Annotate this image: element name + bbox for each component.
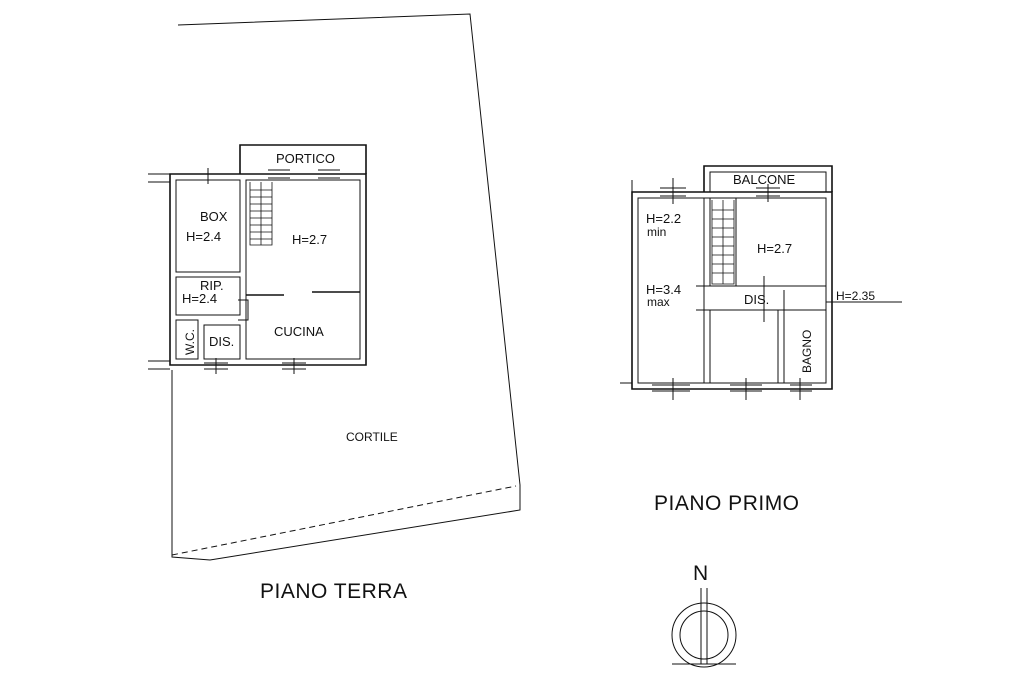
label-rip: RIP. <box>200 278 224 293</box>
balcony-outline <box>703 165 833 192</box>
first-floor-title: PIANO PRIMO <box>654 492 800 515</box>
label-h-min: H=2.2 <box>646 211 681 226</box>
ground-staircase <box>249 182 273 246</box>
ground-floor-title: PIANO TERRA <box>260 580 407 603</box>
box-room <box>175 179 241 273</box>
dis-room <box>203 324 241 360</box>
first-floor-left-stub <box>620 180 633 384</box>
kitchen-divider <box>246 291 360 296</box>
label-main-height: H=2.7 <box>292 232 327 247</box>
ground-openings <box>204 168 340 374</box>
label-balcone: BALCONE <box>733 172 795 187</box>
courtyard-dashed-edge <box>171 485 517 556</box>
north-needle <box>700 588 708 664</box>
ground-floor-plan: PORTICO BOX H=2.4 H=2.7 RIP. H=2.4 CUCIN… <box>148 13 521 603</box>
label-max: max <box>647 295 670 309</box>
courtyard-boundary <box>171 13 521 561</box>
label-bagno-height: H=2.35 <box>836 289 875 303</box>
label-wc: W.C. <box>183 329 197 355</box>
north-arrow: N <box>671 562 737 668</box>
rip-room <box>175 276 241 316</box>
label-first-dis: DIS. <box>744 292 769 307</box>
label-rip-height: H=2.4 <box>182 291 217 306</box>
house-inner-wall <box>245 179 361 360</box>
house-outer-wall <box>169 173 367 366</box>
north-inner-circle <box>679 610 729 660</box>
label-cortile: CORTILE <box>346 430 398 444</box>
first-floor-outer-wall <box>631 191 833 390</box>
label-h-max: H=3.4 <box>646 282 681 297</box>
first-staircase <box>711 200 735 285</box>
north-outer-circle <box>671 602 737 668</box>
label-box: BOX <box>200 209 228 224</box>
label-box-height: H=2.4 <box>186 229 221 244</box>
label-dis: DIS. <box>209 334 234 349</box>
first-openings <box>652 178 902 400</box>
balcony-inner <box>709 171 827 192</box>
first-floor-inner-wall <box>637 197 827 384</box>
wc-room <box>175 319 199 360</box>
label-min: min <box>647 225 666 239</box>
label-first-main-height: H=2.7 <box>757 241 792 256</box>
label-cucina: CUCINA <box>274 324 324 339</box>
house-left-extension <box>148 173 170 370</box>
label-portico: PORTICO <box>276 151 335 166</box>
first-floor-dividers <box>696 198 826 383</box>
north-label: N <box>693 562 709 585</box>
first-floor-plan: BALCONE H=2.2 min H=3.4 max H=2.7 DIS. H… <box>620 165 902 515</box>
portico-outline <box>239 144 367 174</box>
label-bagno: BAGNO <box>800 330 814 373</box>
